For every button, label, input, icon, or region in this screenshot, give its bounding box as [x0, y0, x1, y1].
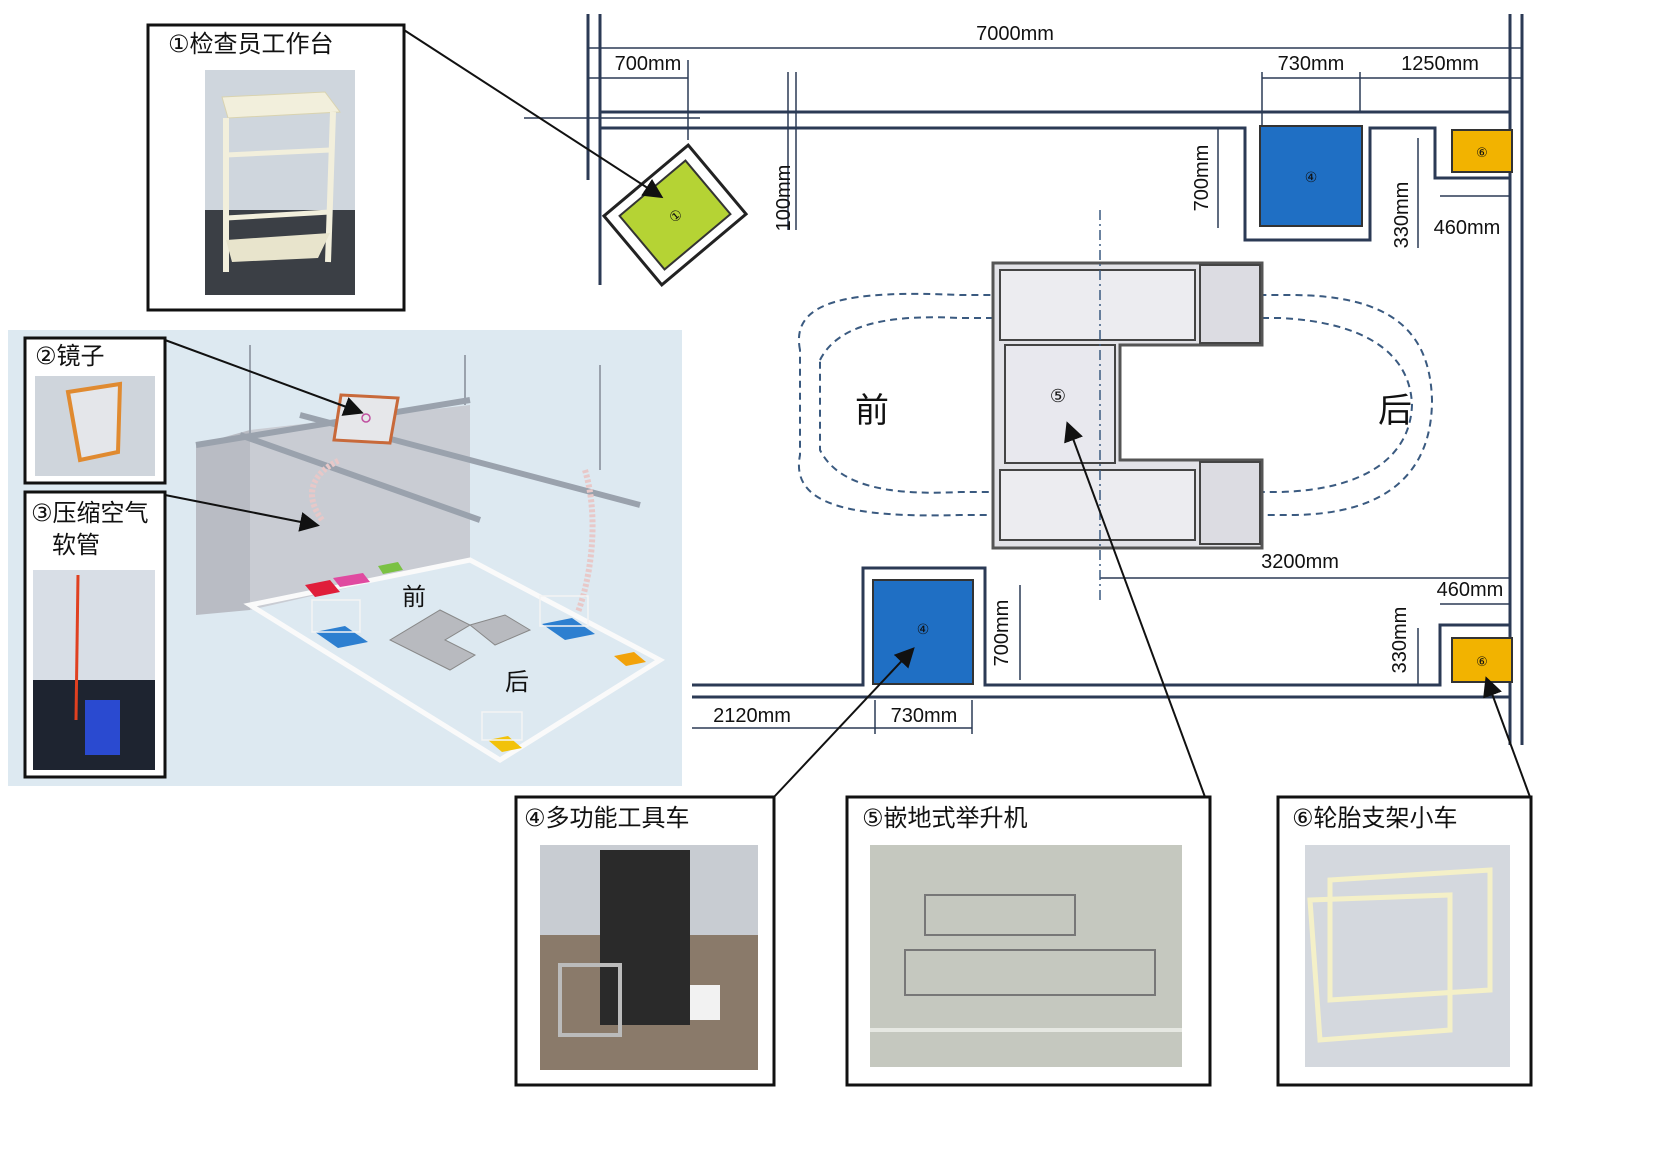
car-outline-inner — [819, 316, 1414, 494]
leader-6 — [1483, 676, 1531, 798]
workbench-photo-bar1 — [225, 147, 331, 158]
iso-wall-left — [196, 430, 250, 615]
leader-2 — [164, 339, 364, 416]
lift-photo-slot2 — [904, 949, 1156, 996]
callout-mirror-label: ②镜子 — [35, 342, 105, 370]
iso-box-1 — [311, 599, 361, 633]
iso-box-3 — [481, 711, 523, 741]
tirecart-photo-frame-back — [1327, 867, 1493, 1003]
leader-4 — [773, 647, 915, 798]
toolcart-photo-frame — [600, 850, 690, 1025]
car-outline — [797, 292, 1434, 517]
dim-700-cabinet-bottom: 700mm — [991, 600, 1013, 667]
marker-4-top: ④ — [1305, 170, 1318, 186]
dim-730-top: 730mm — [1278, 53, 1345, 75]
iso-hose-right — [575, 469, 596, 614]
iso-lift — [388, 609, 477, 671]
iso-mirror-marker — [361, 413, 371, 423]
iso-front-label: 前 — [402, 583, 426, 611]
callout-workbench-label: ①检查员工作台 — [168, 30, 334, 58]
cabinet-bottom — [872, 579, 974, 685]
workbench-photo-shelf — [226, 233, 330, 262]
iso-item-red — [305, 580, 340, 597]
marker-6-top: ⑥ — [1476, 146, 1488, 161]
callout-workbench: ①检查员工作台 — [146, 23, 406, 312]
iso-lift-2 — [468, 614, 532, 646]
stand-bottom — [1451, 637, 1513, 683]
iso-item-blue-2 — [542, 618, 595, 640]
tirecart-photo-frame-front — [1307, 892, 1453, 1043]
tirecart-photo — [1305, 845, 1510, 1067]
iso-mirror — [332, 393, 400, 445]
dim-460-bottom: 460mm — [1437, 579, 1504, 601]
dim-100: 100mm — [773, 165, 795, 232]
dim-700-cabinet-top: 700mm — [1191, 145, 1213, 212]
car-front-label: 前 — [855, 391, 889, 431]
lift-photo — [870, 845, 1182, 1067]
lift-center — [1004, 344, 1116, 464]
hose-photo-hose — [74, 574, 80, 721]
dim-330-bottom: 330mm — [1389, 607, 1411, 674]
callout-toolcart: ④多功能工具车 — [514, 795, 776, 1087]
iso-item-yellow-1 — [614, 652, 646, 666]
marker-5: ⑤ — [1050, 386, 1066, 407]
workbench-photo-top — [221, 91, 341, 119]
dim-730-bottom: 730mm — [891, 705, 958, 727]
workbench-photo-leg2 — [325, 111, 336, 263]
lift-pad-top — [1199, 264, 1261, 344]
mirror-photo-glass — [65, 381, 123, 463]
callout-lift-label: ⑤嵌地式举升机 — [862, 804, 1028, 832]
iso-item-pink — [333, 573, 370, 587]
workbench-plan: ① — [601, 143, 749, 287]
dim-2120: 2120mm — [713, 705, 791, 727]
leader-5 — [1064, 421, 1206, 798]
lift-arm-top — [999, 269, 1196, 341]
lift-pad-bottom — [1199, 461, 1261, 545]
callout-tirecart: ⑥轮胎支架小车 — [1276, 795, 1533, 1087]
callout-mirror: ②镜子 — [23, 336, 167, 485]
hose-photo-cart — [85, 700, 120, 755]
leader-1 — [403, 29, 664, 199]
iso-item-green — [378, 562, 403, 574]
cabinet-top — [1259, 125, 1363, 227]
callout-lift: ⑤嵌地式举升机 — [845, 795, 1212, 1087]
leader-3 — [164, 494, 320, 532]
dim-330-top: 330mm — [1391, 182, 1413, 249]
callout-hose-label-1: ③压缩空气 — [31, 499, 149, 527]
toolcart-photo-rack — [558, 963, 622, 1037]
marker-4-bottom: ④ — [917, 622, 930, 638]
iso-box-2 — [539, 595, 589, 627]
car-rear-label: 后 — [1378, 391, 1412, 431]
lift-plan: ⑤ — [991, 210, 1264, 600]
dim-3200: 3200mm — [1261, 551, 1339, 573]
dim-700-top: 700mm — [615, 53, 682, 75]
stand-top — [1451, 129, 1513, 173]
toolcart-photo-bucket — [690, 985, 720, 1020]
dim-7000: 7000mm — [976, 23, 1054, 45]
wall-bottom-1 — [692, 566, 1510, 687]
iso-floor-outline — [243, 557, 666, 763]
callout-tirecart-label: ⑥轮胎支架小车 — [1292, 804, 1458, 832]
wall-top-2 — [600, 126, 1510, 242]
marker-6-bottom: ⑥ — [1476, 655, 1488, 670]
dim-1250: 1250mm — [1401, 53, 1479, 75]
workbench-photo-bar2 — [225, 209, 331, 221]
callout-hose: ③压缩空气 软管 — [23, 490, 167, 779]
iso-hose-left — [309, 457, 342, 522]
iso-rear-label: 后 — [505, 668, 529, 696]
callout-toolcart-label: ④多功能工具车 — [524, 804, 690, 832]
lift-photo-slot1 — [924, 894, 1076, 936]
iso-beam-2 — [238, 432, 482, 523]
callout-hose-label-2: 软管 — [52, 531, 100, 559]
dim-460-top: 460mm — [1434, 217, 1501, 239]
